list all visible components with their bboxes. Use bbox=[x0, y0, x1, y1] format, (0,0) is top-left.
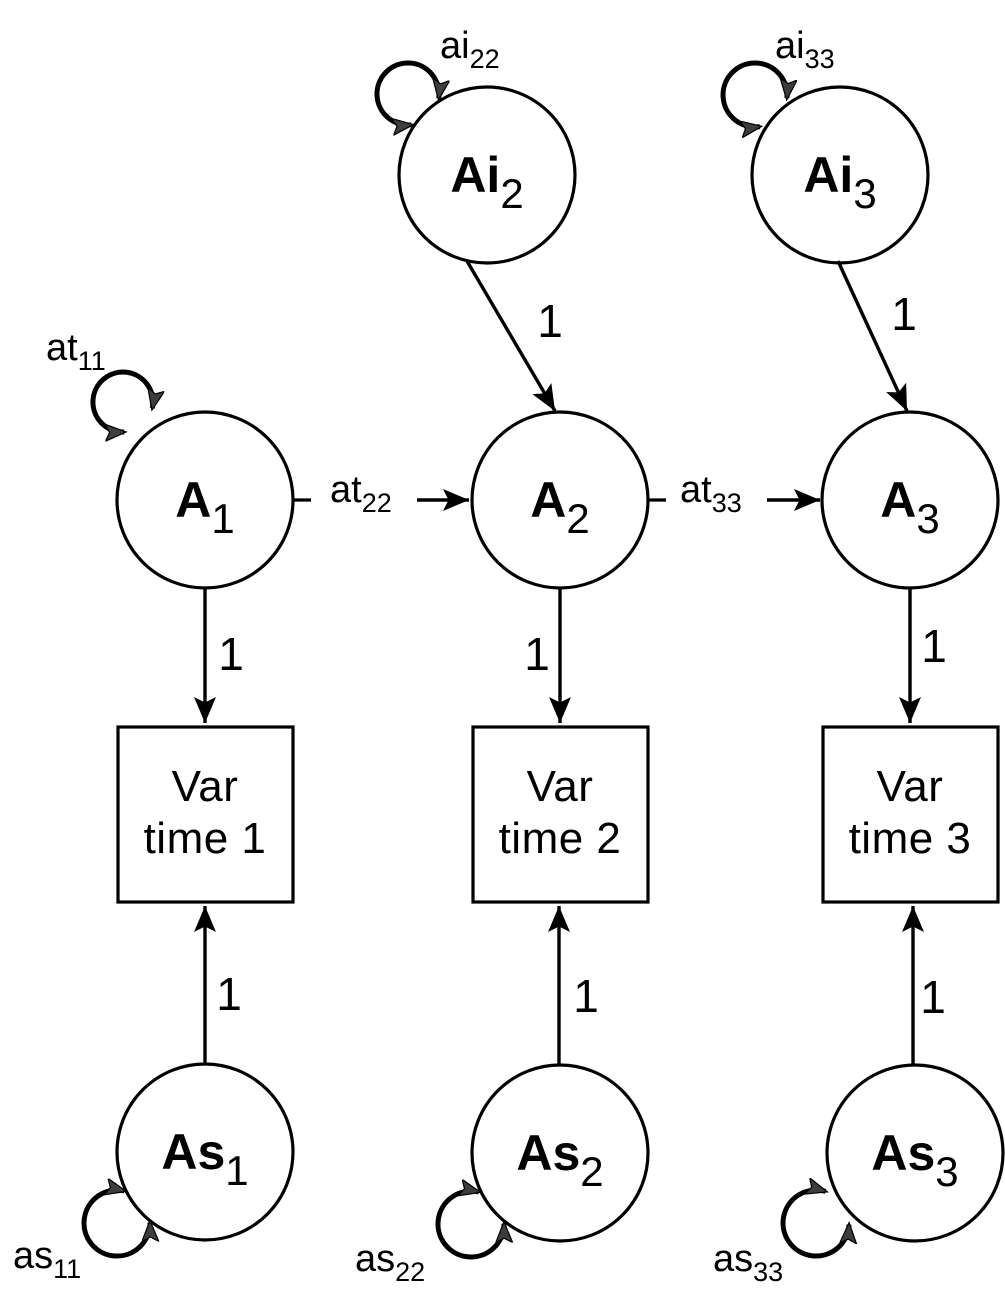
label-unit-as1-var1: 1 bbox=[216, 968, 242, 1020]
self-loop-ai3 bbox=[720, 60, 787, 127]
self-loop-a1 bbox=[90, 369, 153, 432]
self-loop-as1 bbox=[81, 1190, 150, 1259]
edge-ai2-to-a2 bbox=[465, 260, 557, 412]
node-var1-line2: time 1 bbox=[144, 814, 267, 863]
label-as11: as11 bbox=[13, 1235, 81, 1284]
label-unit-a1-var1: 1 bbox=[218, 628, 244, 680]
node-ai3-label: Ai3 bbox=[803, 147, 876, 217]
node-var2-line2: time 2 bbox=[499, 814, 622, 863]
node-var3-line1: Var bbox=[877, 762, 944, 811]
label-unit-ai2-a2: 1 bbox=[537, 295, 563, 347]
node-var1-square bbox=[116, 725, 295, 904]
self-loop-ai2 bbox=[374, 60, 439, 125]
node-as3-label: As3 bbox=[871, 1125, 958, 1195]
node-a2-label: A2 bbox=[530, 472, 589, 542]
node-var1-line1: Var bbox=[172, 762, 239, 811]
label-unit-a2-var2: 1 bbox=[524, 628, 550, 680]
label-unit-as2-var2: 1 bbox=[573, 970, 599, 1022]
node-a1-label: A1 bbox=[175, 472, 234, 542]
label-ai33: ai33 bbox=[775, 25, 835, 74]
node-var3-square bbox=[821, 725, 1000, 904]
node-as2-label: As2 bbox=[516, 1125, 603, 1195]
label-ai22: ai22 bbox=[440, 25, 500, 74]
node-var2-square bbox=[471, 725, 650, 904]
label-as22: as22 bbox=[355, 1238, 425, 1287]
label-unit-as3-var3: 1 bbox=[920, 971, 946, 1023]
node-as3-circle bbox=[825, 1063, 1005, 1243]
node-var3-line2: time 3 bbox=[849, 814, 972, 863]
self-loop-as2 bbox=[435, 1191, 504, 1260]
edge-ai3-to-a3 bbox=[836, 260, 909, 412]
label-at33: at33 bbox=[680, 469, 742, 518]
node-a3-label: A3 bbox=[880, 472, 939, 542]
label-at11: at11 bbox=[46, 327, 106, 376]
label-unit-ai3-a3: 1 bbox=[891, 288, 917, 340]
label-unit-a3-var3: 1 bbox=[921, 620, 947, 672]
node-ai2-label: Ai2 bbox=[450, 147, 523, 217]
label-at22: at22 bbox=[330, 469, 392, 518]
node-var2-line1: Var bbox=[527, 762, 594, 811]
self-loop-as3 bbox=[780, 1190, 849, 1259]
label-as33: as33 bbox=[713, 1238, 783, 1287]
node-as1-label: As1 bbox=[161, 1124, 248, 1194]
